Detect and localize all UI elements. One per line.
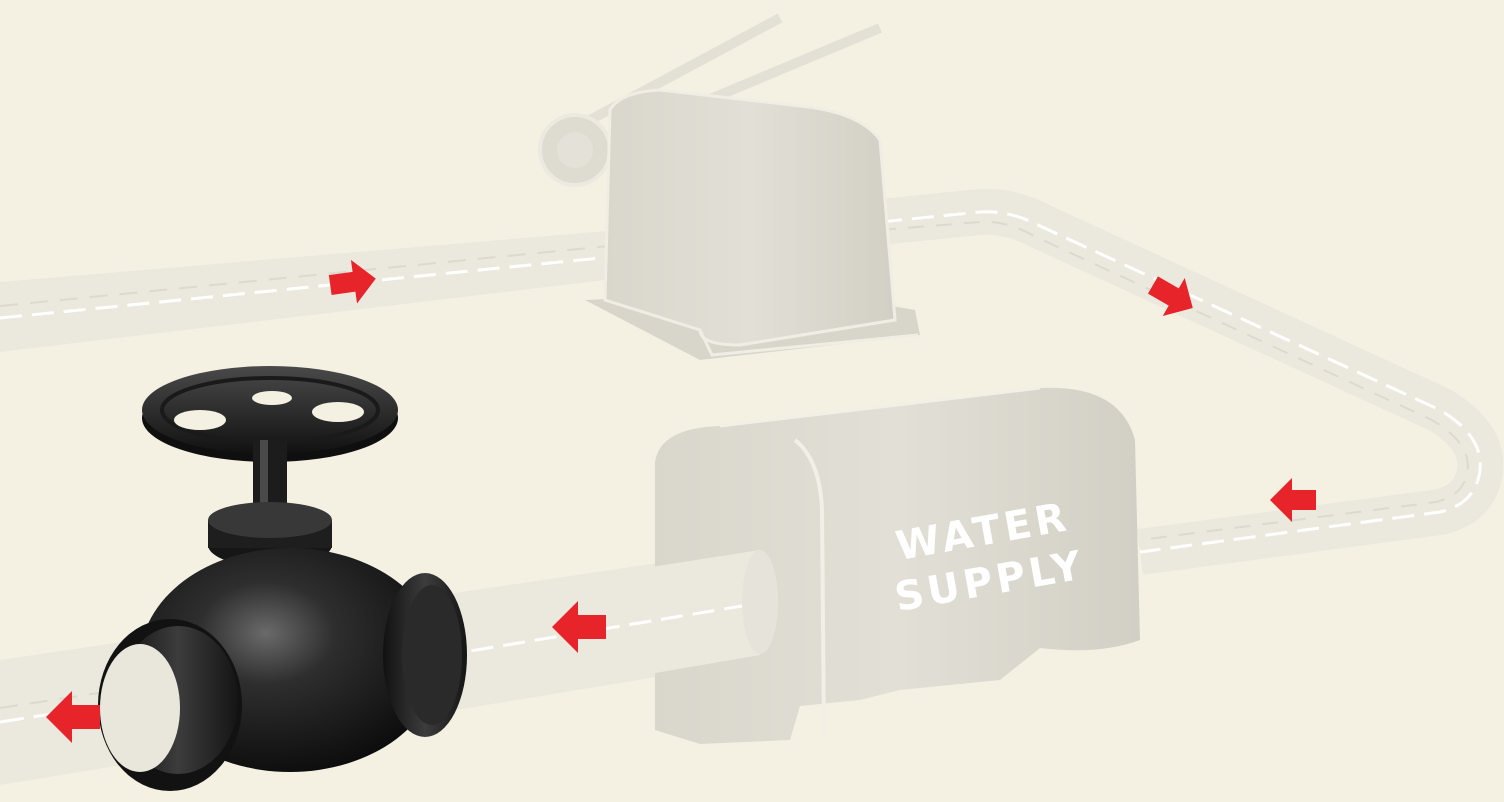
diagram-canvas: WATER SUPPLY (0, 0, 1504, 802)
diagram-svg: WATER SUPPLY (0, 0, 1504, 802)
